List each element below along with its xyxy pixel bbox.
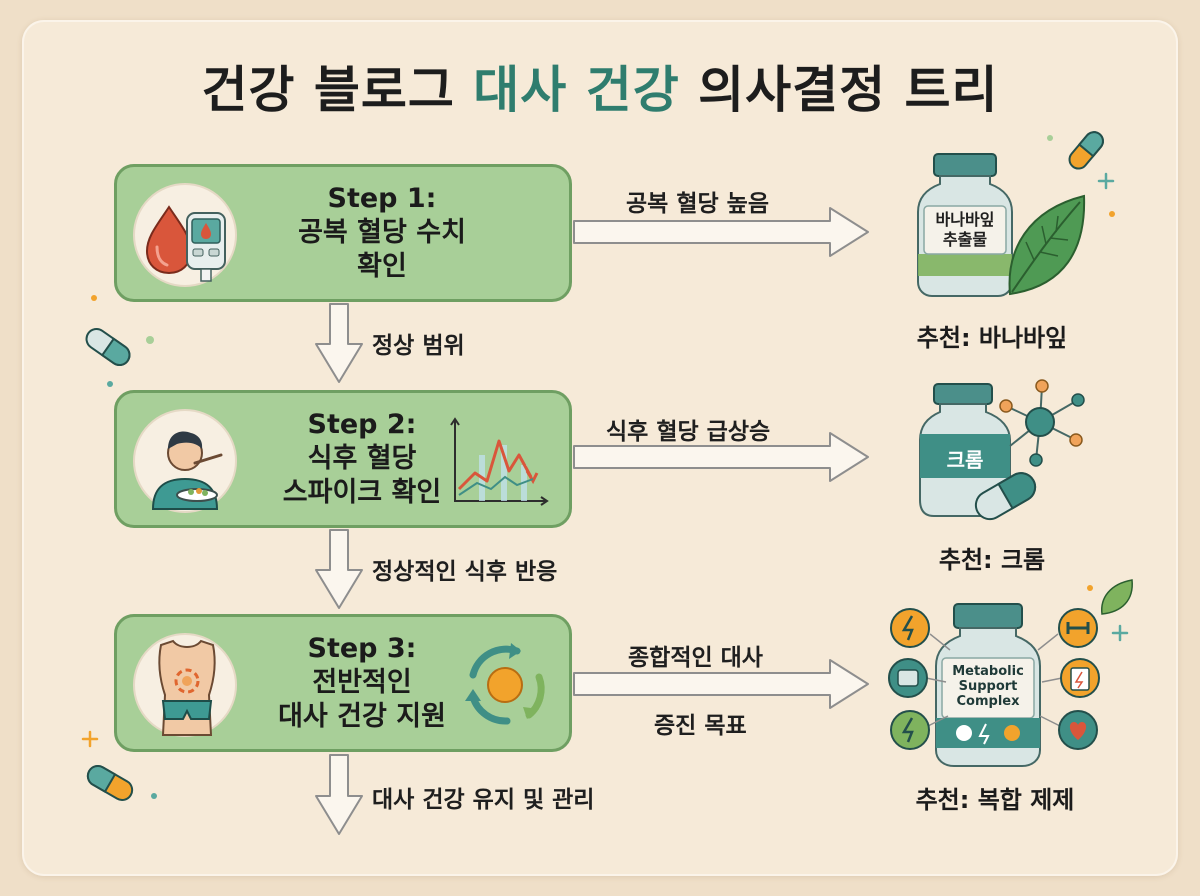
branch-1-condition: 공복 혈당 높음 — [626, 191, 769, 217]
step-2-box: Step 2: 식후 혈당 스파이크 확인 — [114, 390, 572, 528]
arrow-right-step2 — [573, 432, 869, 482]
page-title: 건강 블로그 대사 건강 의사결정 트리 — [0, 50, 1200, 122]
heart-icon — [1058, 710, 1098, 750]
metabolism-cycle-icon — [465, 643, 545, 725]
step-2-text: Step 2: 식후 혈당 스파이크 확인 — [237, 393, 487, 525]
decor-pill-icon-1 — [85, 327, 131, 367]
clipboard-icon — [1060, 658, 1100, 698]
arrow-down-1 — [315, 303, 363, 383]
arrow-down-3 — [315, 754, 363, 835]
step-1-icon-circle — [133, 183, 237, 287]
recommendation-2: 추천: 크롬 — [938, 546, 1046, 574]
complex-bottle-label: Metabolic Support Complex — [944, 664, 1032, 709]
decor-pill-icon-2 — [86, 765, 134, 801]
complex-bottle-icon — [935, 603, 1041, 767]
arrow-right-step3 — [573, 659, 869, 709]
arrow-right-step1 — [573, 207, 869, 257]
step-3-icon-circle — [133, 633, 237, 737]
recommendation-3: 추천: 복합 제제 — [915, 786, 1075, 814]
body-torso-icon — [158, 639, 216, 736]
banaba-bottle-label: 바나바잎 추출물 — [924, 210, 1006, 250]
step-1-text: Step 1: 공복 혈당 수치 확인 — [257, 167, 507, 299]
title-accent: 대사 건강 — [473, 61, 680, 119]
banaba-bottle-icon — [917, 153, 1013, 297]
glucose-meter-icon — [186, 212, 226, 282]
step-3-heading: Step 3: — [307, 633, 417, 664]
capsule-icon — [974, 472, 1037, 521]
complex-orbit-icons — [888, 608, 1100, 750]
banaba-label-line-2: 추출물 — [942, 230, 988, 249]
recommendation-1: 추천: 바나바잎 — [916, 324, 1068, 352]
leaf-icon — [1008, 194, 1086, 296]
branch-3-condition-line-1: 종합적인 대사 — [628, 645, 763, 671]
complex-label-line-1: Metabolic — [952, 664, 1024, 679]
branch-2-condition: 식후 혈당 급상승 — [606, 419, 771, 445]
step-3-box: Step 3: 전반적인 대사 건강 지원 — [114, 614, 572, 752]
step-2-icon-circle — [133, 409, 237, 513]
step-3-line-2: 대사 건강 지원 — [278, 701, 446, 732]
dumbbell-icon — [1058, 608, 1098, 648]
down-label-1: 정상 범위 — [372, 333, 465, 359]
step-1-line-2: 확인 — [357, 251, 407, 282]
down-label-3: 대사 건강 유지 및 관리 — [372, 787, 595, 813]
step-2-line-1: 식후 혈당 — [307, 443, 417, 474]
chromium-bottle-label: 크롬 — [946, 448, 984, 472]
step-2-heading: Step 2: — [307, 409, 417, 440]
title-part-2: 의사결정 트리 — [698, 61, 999, 119]
banaba-label-line-1: 바나바잎 — [935, 210, 995, 229]
step-3-line-1: 전반적인 — [312, 667, 412, 698]
arrow-down-2 — [315, 529, 363, 609]
glucose-spike-chart-icon — [450, 417, 549, 506]
title-part-1: 건강 블로그 — [201, 61, 455, 119]
lightning-icon — [890, 608, 930, 648]
energy-icon — [890, 710, 930, 750]
step-2-line-2: 스파이크 확인 — [282, 477, 442, 508]
branch-3-condition-line-2: 증진 목표 — [654, 713, 747, 739]
step-1-line-1: 공복 혈당 수치 — [298, 217, 466, 248]
step-1-heading: Step 1: — [327, 183, 437, 214]
down-label-2: 정상적인 식후 반응 — [372, 559, 558, 585]
person-eating-icon — [151, 431, 223, 510]
step-1-box: Step 1: 공복 혈당 수치 확인 — [114, 164, 572, 302]
step-3-text: Step 3: 전반적인 대사 건강 지원 — [237, 617, 487, 749]
decor-leaf-icon — [1101, 579, 1133, 615]
complex-label-line-2: Support — [958, 679, 1018, 694]
molecule-icon — [999, 379, 1085, 467]
chromium-bottle-icon — [919, 383, 1011, 517]
complex-label-line-3: Complex — [956, 694, 1020, 709]
decor-pill-icon-3 — [1068, 131, 1104, 170]
scale-icon — [888, 658, 928, 698]
